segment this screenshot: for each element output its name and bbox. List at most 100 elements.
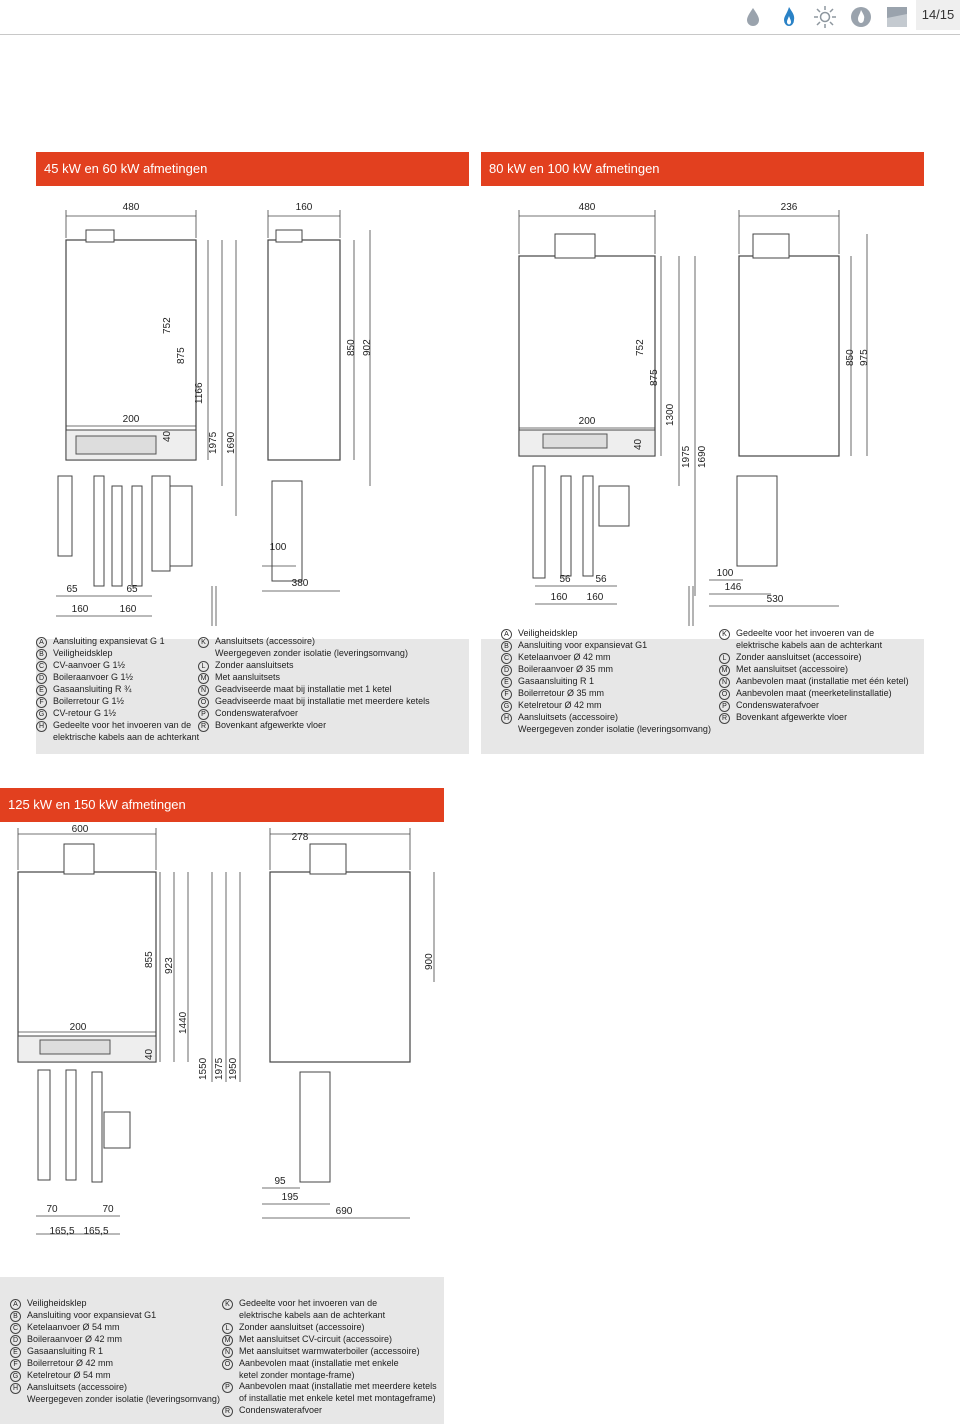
dimension-labels: 480 236 200 56 56 160 160 100 146 530 40… [551, 202, 870, 605]
legend-text: Boileraanvoer Ø 42 mm [27, 1334, 123, 1344]
legend-text: Bovenkant afgewerkte vloer [215, 719, 327, 730]
dim-label: 100 [270, 542, 287, 553]
legend-text: Condenswaterafvoer [239, 1404, 323, 1415]
dim-label: 56 [559, 574, 571, 585]
legend-text: Gedeelte voor het invoeren van de [53, 720, 192, 730]
dim-label: 95 [274, 1176, 286, 1187]
dim-label: 850 [346, 339, 357, 356]
legend-letter: O [222, 1358, 233, 1370]
pump [169, 485, 193, 567]
flue-outlet-side [275, 229, 303, 243]
dim-label: 165,5 [49, 1226, 74, 1237]
legend-text: Aansluitsets (accessoire) [215, 636, 316, 646]
dim-label: 1300 [665, 403, 676, 426]
legend-letter: M [222, 1334, 233, 1346]
dim-label: 600 [72, 824, 89, 835]
legend-text: Zonder aansluitset (accessoire) [736, 651, 862, 662]
pipe-d [111, 485, 123, 587]
boiler-front [518, 255, 656, 457]
top-bar: 14/15 [0, 0, 960, 42]
legend-text: Aansluitsets (accessoire) [27, 1382, 128, 1392]
dim-label: 752 [635, 339, 646, 356]
dim-label: 65 [66, 584, 78, 595]
legend-letter: C [10, 1323, 21, 1334]
pump [598, 485, 630, 527]
flue-outlet-front [63, 843, 95, 875]
sun-icon [812, 4, 838, 30]
dim-label: 1975 [681, 445, 692, 468]
boiler-front [17, 871, 157, 1063]
legend-letter: N [719, 676, 730, 688]
legend-text: Met aansluitset (accessoire) [736, 663, 849, 674]
dim-label: 975 [859, 349, 870, 366]
legend-text-continued: ketel zonder montage-frame) [239, 1369, 355, 1380]
dimension-labels: 600 278 200 70 70 165,5 165,5 95 195 690… [46, 824, 435, 1237]
boiler-side [269, 871, 411, 1063]
cable-entry [542, 433, 608, 449]
legend-text: Gedeelte voor het invoeren van de [736, 628, 875, 638]
pipe-g [151, 475, 171, 572]
boiler-side [267, 239, 341, 461]
dim-label: 1950 [228, 1057, 239, 1080]
legend-letter: H [501, 713, 512, 724]
legend-letter: D [501, 665, 512, 676]
legend-text: Aanbevolen maat (installatie met enkele [239, 1357, 399, 1368]
dim-label: 923 [164, 957, 175, 974]
dimension-drawing: 480 160 200 100 380 65 65 160 160 40 752… [56, 202, 373, 626]
boiler-side [738, 255, 840, 457]
dim-label: 160 [72, 604, 89, 615]
dim-label: 875 [649, 369, 660, 386]
dim-label: 690 [336, 1206, 353, 1217]
legend-text: Gasaansluiting R 1 [518, 676, 595, 686]
dim-label: 195 [282, 1192, 299, 1203]
pipe-a [57, 475, 73, 557]
legend-letter: H [36, 721, 47, 732]
header-divider [0, 34, 960, 35]
legend-letter: L [198, 660, 209, 672]
gas-circle-icon [848, 4, 874, 30]
dim-label: 200 [70, 1022, 87, 1033]
legend-text-continued: Weergegeven zonder isolatie (leveringsom… [518, 724, 711, 734]
legend-text: Met aansluitset warmwaterboiler (accesso… [239, 1345, 420, 1356]
legend-letter: N [198, 684, 209, 696]
cable-entry [39, 1039, 111, 1055]
legend-letter: F [10, 1359, 21, 1370]
legend-text: Boilerretour G 1½ [53, 696, 125, 706]
dim-label: 236 [781, 202, 798, 213]
legend-text: Bovenkant afgewerkte vloer [736, 711, 848, 722]
flue-outlet-side [752, 233, 790, 259]
legend-letter: O [198, 696, 209, 708]
page-number: 14/15 [916, 0, 960, 30]
legend-letter: R [719, 712, 730, 724]
panel-80-100kw: 80 kW en 100 kW afmetingen [481, 152, 924, 754]
dim-label: 40 [144, 1048, 155, 1060]
legend-letter: F [36, 697, 47, 708]
legend-text-continued: elektrische kabels aan de achterkant [239, 1310, 386, 1320]
dim-label: 70 [102, 1204, 114, 1215]
legend-item: F Boilerretour G 1½ [36, 696, 199, 708]
dim-label: 1975 [208, 431, 219, 454]
dimension-labels: 480 160 200 100 380 65 65 160 160 40 752… [66, 202, 373, 615]
pipe-f [91, 1071, 103, 1183]
flue-outlet-front [85, 229, 115, 243]
legend-text: Boilerretour Ø 35 mm [518, 688, 605, 698]
legend-text: Aansluiting voor expansievat G1 [518, 640, 648, 650]
panel-45-60kw: 45 kW en 60 kW afmetingen [36, 152, 469, 754]
legend-letter: E [36, 685, 47, 696]
legend-letter: L [222, 1322, 233, 1334]
drawing-area: 600 278 200 70 70 165,5 165,5 95 195 690… [0, 822, 444, 1277]
